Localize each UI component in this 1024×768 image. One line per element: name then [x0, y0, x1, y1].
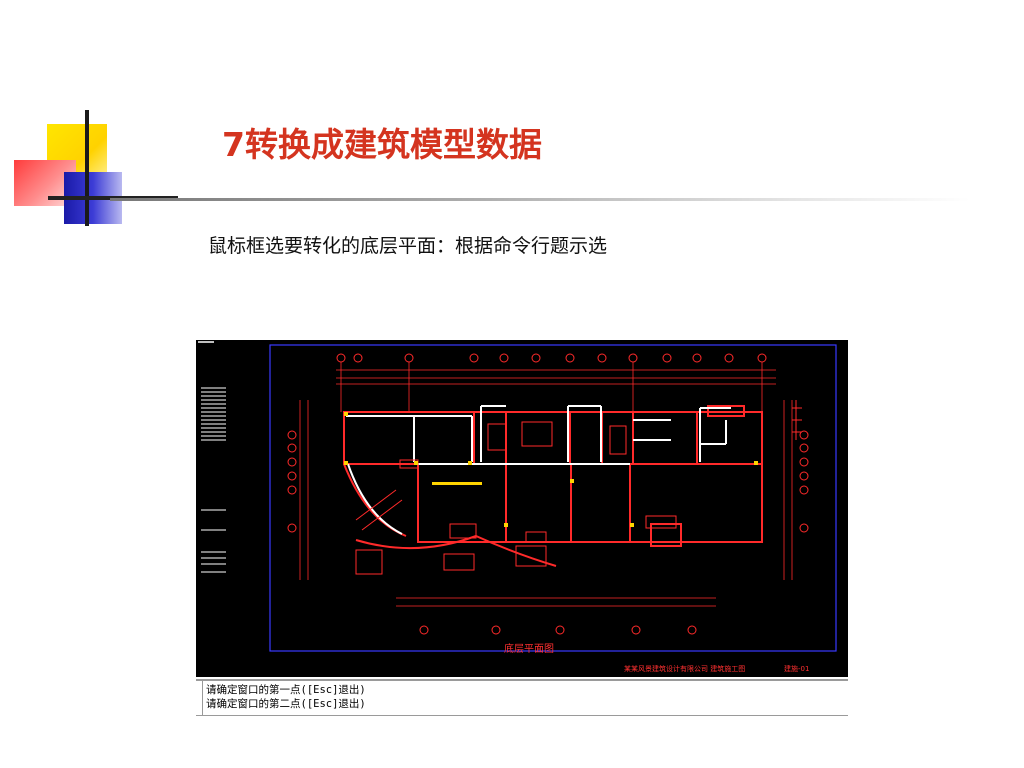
logo-vertical-line	[85, 110, 89, 226]
title-divider	[110, 198, 970, 201]
floor-plan-label: 底层平面图	[504, 644, 554, 655]
command-line-prompt-1: 请确定窗口的第一点([Esc]退出)	[206, 684, 366, 696]
command-line-prompt-2: 请确定窗口的第二点([Esc]退出)	[206, 698, 366, 710]
command-line-scrollbar[interactable]	[202, 681, 203, 715]
slide-title: 7转换成建筑模型数据	[222, 125, 542, 164]
slide-subtitle: 鼠标框选要转化的底层平面：根据命令行题示选	[208, 235, 608, 257]
drawing-title-block: 某某风景建筑设计有限公司 建筑施工图	[624, 665, 746, 673]
drawing-number: 建施-01	[784, 665, 810, 673]
cad-drawing-canvas[interactable]: 底层平面图 某某风景建筑设计有限公司 建筑施工图 建施-01	[196, 340, 848, 677]
floor-plan-drawing	[196, 340, 837, 677]
command-line-panel[interactable]: 请确定窗口的第一点([Esc]退出) 请确定窗口的第二点([Esc]退出)	[196, 679, 848, 716]
cad-screenshot: 底层平面图 某某风景建筑设计有限公司 建筑施工图 建施-01 请确定窗口的第一点…	[196, 340, 848, 716]
